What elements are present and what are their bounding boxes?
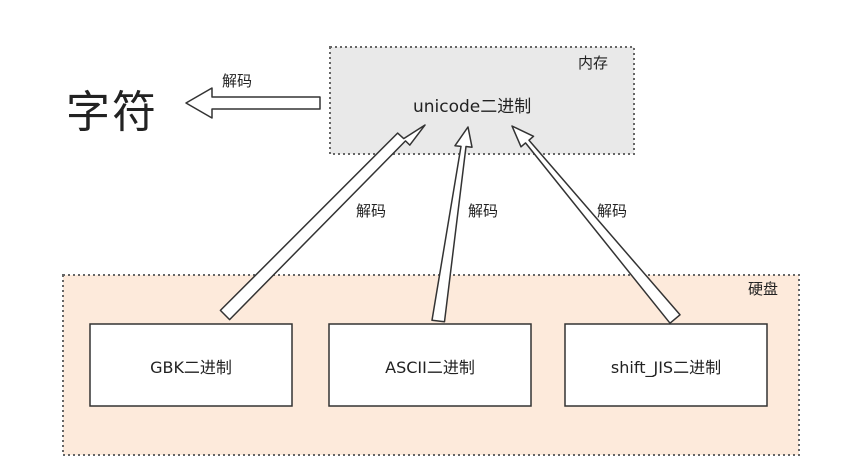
decode-label-shift-jis: 解码	[597, 202, 628, 220]
disk-label: 硬盘	[748, 280, 779, 298]
decode-label-ascii: 解码	[468, 202, 499, 220]
shift-jis-box	[564, 323, 768, 407]
shift-jis-binary-label: shift_JIS二进制	[610, 358, 722, 377]
decode-arrow-from-shift-jis	[511, 125, 681, 324]
decode-arrow-from-gbk	[219, 124, 426, 321]
decode-arrow-from-ascii	[431, 126, 473, 323]
decode-label-gbk: 解码	[356, 202, 387, 220]
gbk-box	[89, 323, 293, 407]
ascii-box	[328, 323, 532, 407]
character-label: 字符	[66, 87, 158, 138]
gbk-binary-label: GBK二进制	[150, 358, 232, 377]
decode-arrow-to-character	[185, 87, 321, 119]
memory-region	[329, 46, 635, 155]
ascii-binary-label: ASCII二进制	[385, 358, 475, 377]
decode-label-to-character: 解码	[222, 72, 253, 90]
unicode-binary-label: unicode二进制	[413, 97, 532, 117]
memory-label: 内存	[578, 54, 609, 72]
